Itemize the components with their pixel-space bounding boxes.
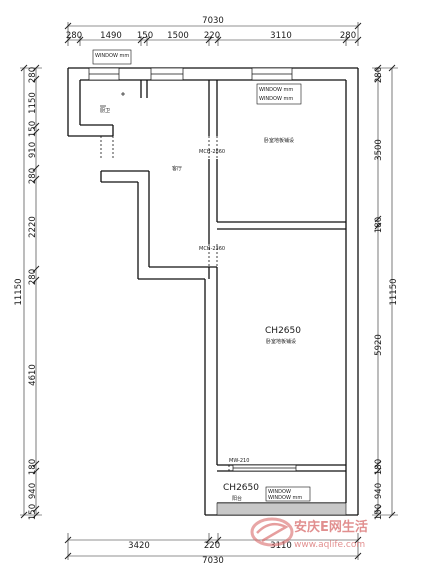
left-dimension-3: 150 (28, 121, 38, 137)
balcony-glyph: 阳台 (232, 495, 242, 502)
bottom-dimension-3: 3110 (270, 541, 292, 551)
bottom-dimension-1: 3420 (128, 541, 150, 551)
top-dimension-6: 3110 (270, 31, 292, 41)
top-dimension-1: 280 (66, 31, 82, 41)
bath-fixture-icon (100, 92, 125, 107)
right-dimension-5: 180 (374, 459, 384, 475)
bedroom-upper-glyph: 卧室地板铺设 (264, 137, 294, 144)
tag-boxes (92, 49, 311, 502)
left-dimension-ticks (20, 64, 40, 519)
door-openings (100, 136, 230, 471)
right-total-dimension: 11150 (389, 278, 399, 305)
tag-bedroom-window-1: WINDOW mm (259, 87, 293, 93)
left-dimension-6: 2220 (28, 216, 38, 238)
top-dimension-7: 280 (340, 31, 356, 41)
right-dimension-lines (372, 67, 398, 516)
bedroom-lower-glyph: 卧室地板铺设 (266, 338, 296, 345)
top-dimension-2: 1490 (100, 31, 122, 41)
left-dimension-8: 4610 (28, 364, 38, 386)
top-dimension-ticks (64, 22, 362, 44)
door-tag-middle: MCH-2360 (199, 246, 225, 252)
left-total-dimension: 11150 (14, 278, 24, 305)
tag-balcony-2: WINDOW mm (268, 495, 302, 501)
left-dimension-5: 280 (28, 168, 38, 184)
watermark-url: www.aqlife.com (294, 540, 365, 550)
bedroom-lower-height: CH2650 (265, 326, 301, 336)
door-tag-lower: MW-210 (229, 458, 249, 464)
living-room-glyph: 客厅 (172, 165, 182, 172)
right-dimension-2: 3500 (374, 139, 384, 161)
watermark-brand: 安庆E网生活 (294, 519, 368, 535)
left-dimension-1: 280 (28, 67, 38, 83)
door-tag-upper: MCH-2860 (199, 149, 225, 155)
right-dimension-6: 940 (374, 483, 384, 499)
left-dimension-7: 280 (28, 269, 38, 285)
top-total-dimension: 7030 (202, 16, 224, 26)
windows (88, 67, 297, 472)
tag-bedroom-window-2: WINDOW mm (259, 96, 293, 102)
bottom-dimension-2: 220 (204, 541, 220, 551)
tag-window-top-left: WINDOW mm (95, 53, 129, 59)
right-dimension-3: 180 (374, 217, 384, 233)
top-dimension-4: 1500 (167, 31, 189, 41)
left-dimension-10: 940 (28, 483, 38, 499)
balcony-height: CH2650 (223, 483, 259, 493)
bottom-dimension-lines (67, 533, 359, 560)
left-dimension-9: 180 (28, 459, 38, 475)
bottom-dimension-ticks (64, 536, 362, 560)
bottom-total-dimension: 7030 (202, 556, 224, 564)
left-dimension-4: 910 (28, 142, 38, 158)
watermark-logo: 安庆E网生活 www.aqlife.com (250, 517, 368, 550)
tag-balcony-1: WINDOW (268, 489, 291, 495)
top-dimension-5: 220 (204, 31, 220, 41)
left-dimension-11: 150 (28, 504, 38, 520)
top-dimension-3: 150 (137, 31, 153, 41)
left-dimension-2: 1150 (28, 92, 38, 114)
right-dimension-ticks (374, 64, 396, 519)
balcony-sill (216, 502, 347, 516)
right-dimension-7: 150 (374, 504, 384, 520)
right-dimension-1: 280 (374, 67, 384, 83)
right-dimension-4: 5920 (374, 334, 384, 356)
bathroom-glyph: 厨卫 (100, 108, 110, 114)
